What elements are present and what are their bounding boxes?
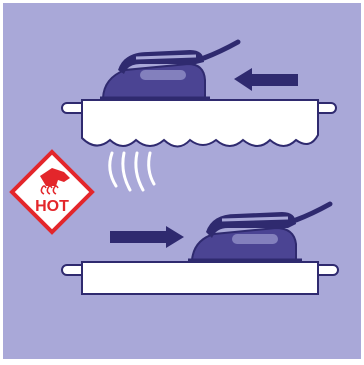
- hot-label: HOT: [35, 198, 69, 215]
- steam-icon: [110, 153, 154, 190]
- hot-warning-sign: HOT: [12, 152, 92, 232]
- arrow-left-icon: [234, 68, 298, 91]
- bottom-step: [62, 204, 338, 294]
- iron-icon: [188, 204, 330, 260]
- top-step: [62, 42, 336, 190]
- fabric-cloth-icon: [82, 100, 318, 147]
- iron-icon: [100, 42, 238, 98]
- fabric-flat-icon: [82, 262, 318, 294]
- arrow-right-icon: [110, 226, 184, 248]
